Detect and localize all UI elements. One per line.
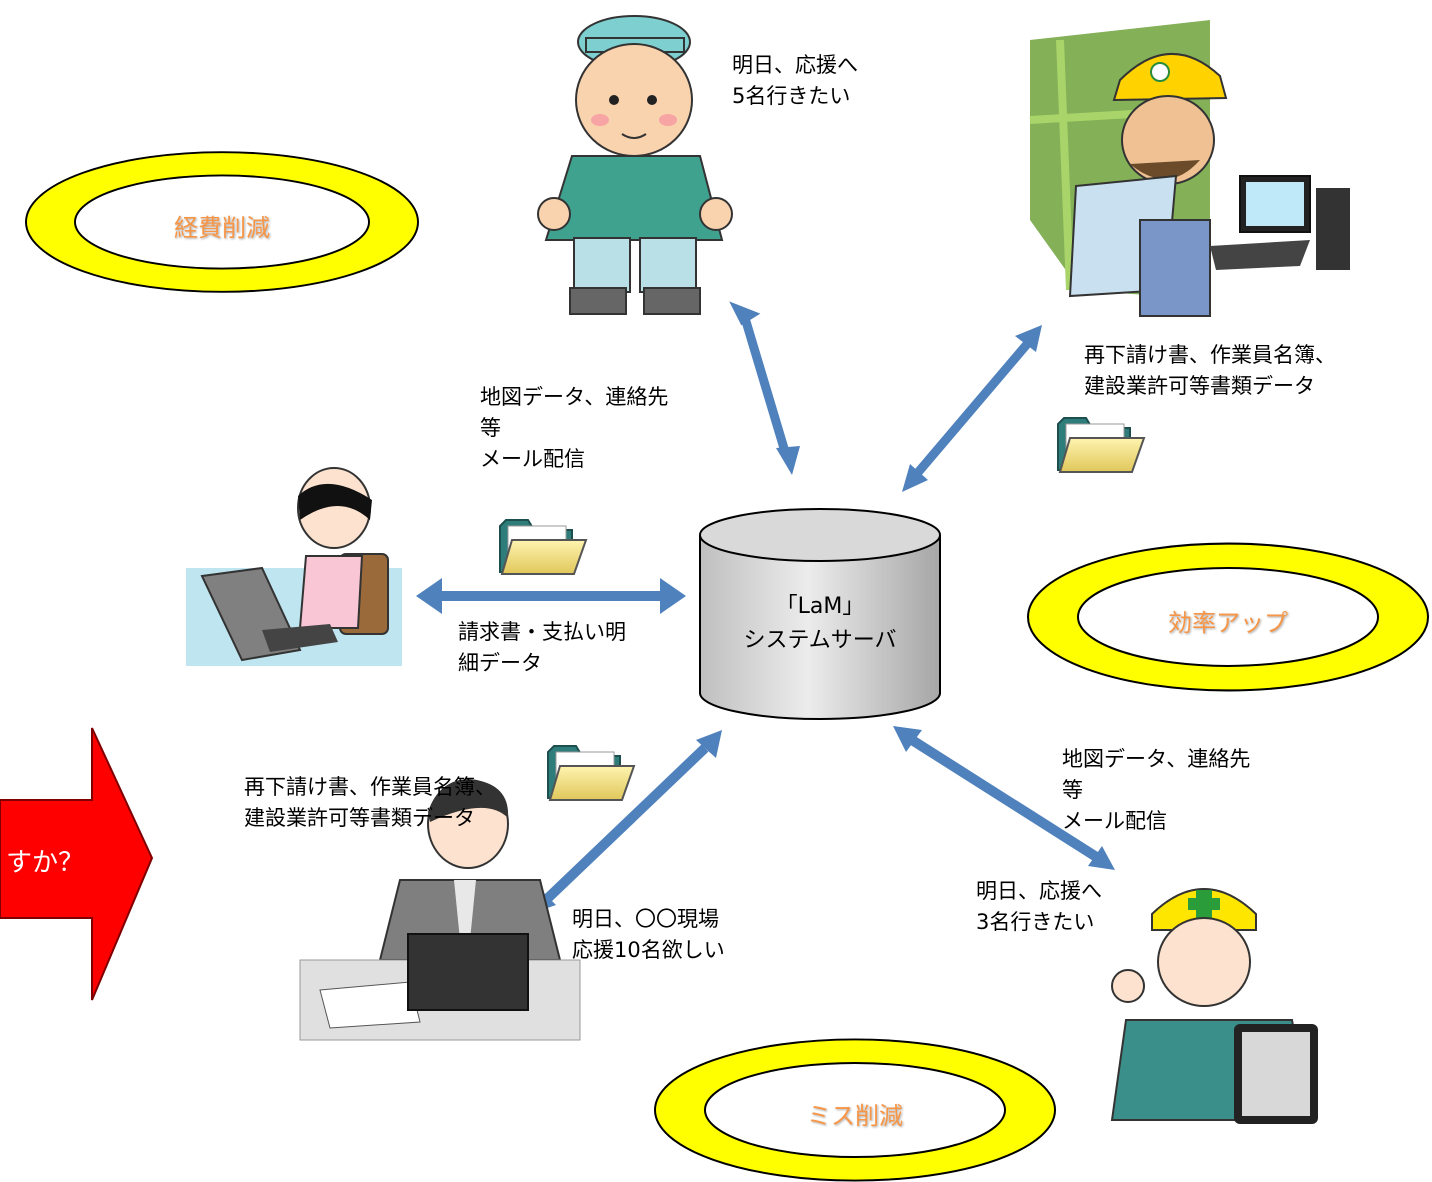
label-line: メール配信 [480, 447, 585, 471]
server-name: 「LaM」 [775, 594, 865, 619]
manager-illustration [299, 779, 581, 1041]
label-line: 3名行きたい [976, 910, 1095, 934]
label-line: 請求書・支払い明 [458, 620, 626, 644]
folder-icon [499, 519, 587, 575]
label-line: 5名行きたい [732, 84, 851, 108]
label-line: メール配信 [1062, 809, 1167, 833]
label-line: 再下請け書、作業員名簿、 [1084, 343, 1336, 367]
connector-foreman [902, 325, 1042, 492]
folder-icon [547, 745, 635, 801]
invoice-data-label: 請求書・支払い明 細データ [458, 617, 626, 679]
server-label: 「LaM」 システムサーバ [700, 590, 940, 658]
foreman-illustration [1029, 20, 1350, 317]
worker-bottom-message: 明日、応援へ 3名行きたい [976, 876, 1102, 938]
map-data-bottom-label: 地図データ、連絡先 等 メール配信 [1062, 744, 1250, 837]
red-arrow-text: すか？ [6, 848, 85, 878]
folder-icon [1057, 417, 1145, 473]
office-woman-illustration [186, 467, 402, 666]
label-line: 明日、応援へ [732, 53, 858, 77]
map-data-top-label: 地図データ、連絡先 等 メール配信 [480, 382, 668, 475]
badge-mistake-reduction: ミス削減 [807, 1102, 903, 1130]
label-line: 建設業許可等書類データ [244, 806, 475, 830]
connector-office-woman [416, 578, 686, 614]
lam-server-cylinder [699, 508, 941, 720]
label-line: 明日、〇〇現場 [572, 907, 719, 931]
label-line: 建設業許可等書類データ [1084, 374, 1315, 398]
label-line: 地図データ、連絡先 [1062, 747, 1251, 771]
label-line: 応援10名欲しい [572, 938, 725, 962]
badge-cost-reduction: 経費削減 [174, 214, 270, 242]
red-arrow-shape [0, 727, 154, 1001]
label-line: 等 [1062, 778, 1083, 802]
connector-worker-bottom [893, 726, 1115, 870]
label-line: 再下請け書、作業員名簿、 [244, 775, 496, 799]
connector-worker-top [729, 301, 800, 475]
docs-bottom-label: 再下請け書、作業員名簿、 建設業許可等書類データ [244, 772, 496, 834]
server-subtitle: システムサーバ [743, 628, 897, 653]
foreman-docs-label: 再下請け書、作業員名簿、 建設業許可等書類データ [1084, 340, 1336, 402]
label-line: 地図データ、連絡先 [480, 385, 669, 409]
label-line: 明日、応援へ [976, 879, 1102, 903]
worker-top-message: 明日、応援へ 5名行きたい [732, 50, 858, 112]
worker-top-illustration [537, 15, 733, 315]
badge-efficiency: 効率アップ [1168, 609, 1288, 637]
label-line: 細データ [458, 651, 542, 675]
worker-bottom-illustration [1110, 888, 1318, 1124]
label-line: 等 [480, 416, 501, 440]
manager-request-label: 明日、〇〇現場 応援10名欲しい [572, 904, 725, 966]
